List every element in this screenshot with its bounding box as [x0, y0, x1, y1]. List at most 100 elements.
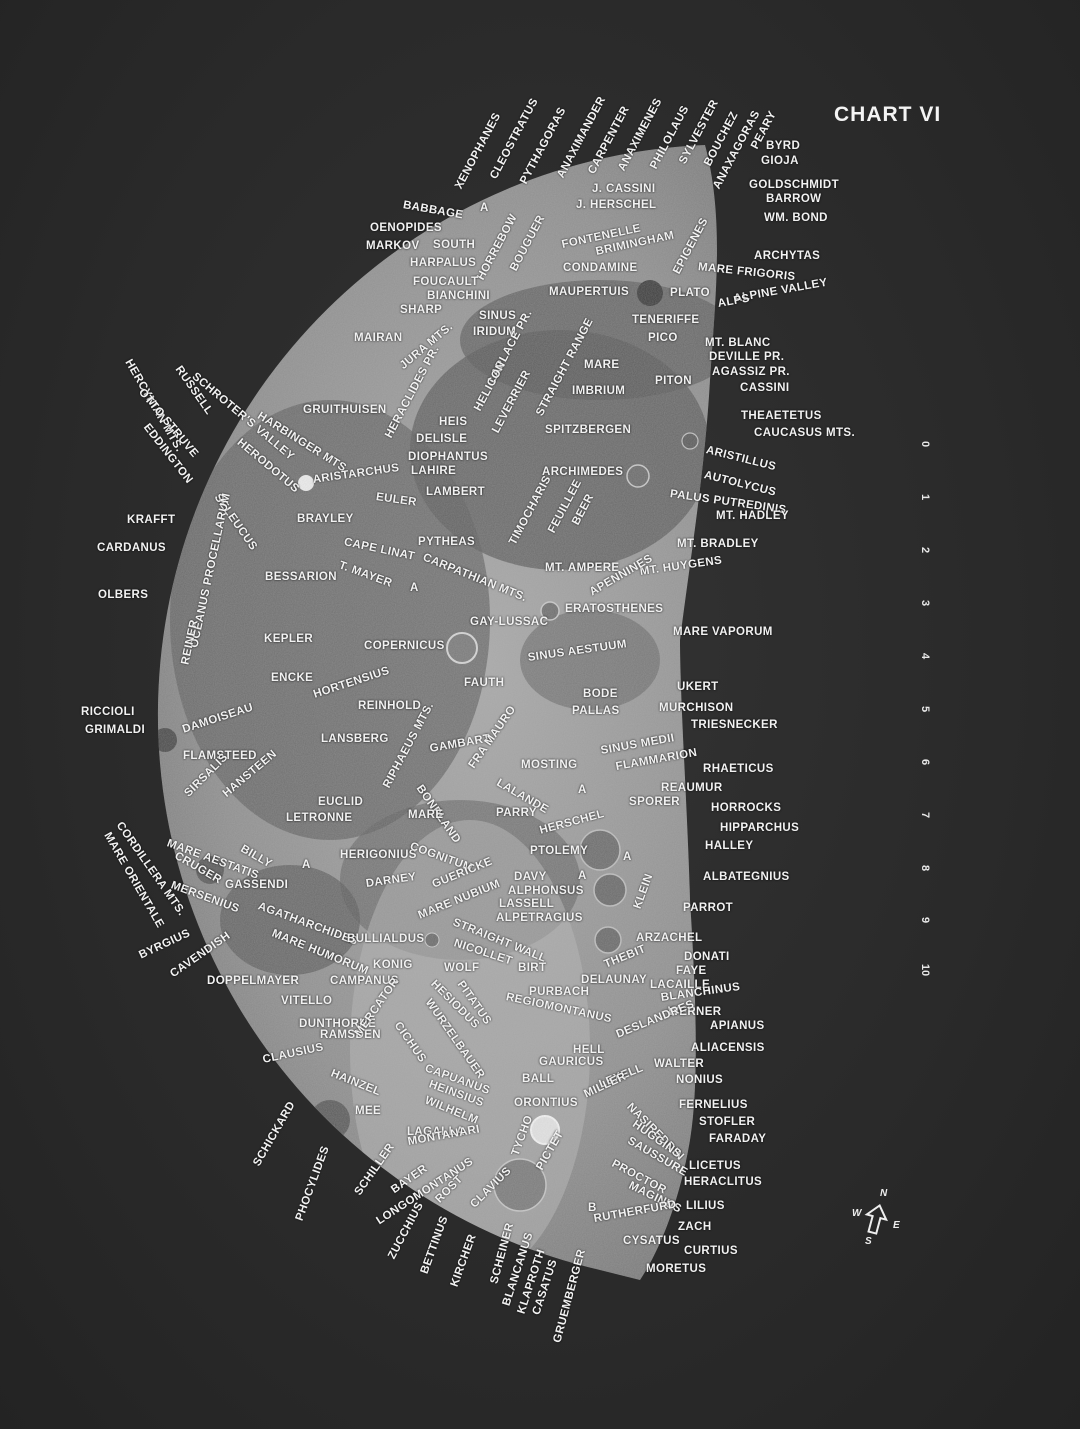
feature-label: CARDANUS [97, 542, 167, 554]
feature-label: LETRONNE [286, 812, 353, 824]
scale-tick: 3 [919, 599, 931, 607]
feature-label: CASSINI [740, 382, 790, 394]
feature-label: CAMPANUS [330, 975, 399, 987]
feature-label: LANSBERG [321, 733, 389, 745]
feature-label: MURCHISON [659, 702, 734, 714]
feature-label: MT. BRADLEY [677, 538, 759, 550]
feature-label: PICO [648, 332, 678, 344]
feature-label: KEPLER [264, 633, 314, 645]
feature-label: BYRD [766, 140, 801, 152]
feature-label: MARE [408, 809, 444, 821]
feature-label: CURTIUS [684, 1245, 738, 1257]
feature-label: BALL [522, 1073, 555, 1085]
feature-label: B [588, 1202, 597, 1214]
feature-label: TENERIFFE [632, 314, 700, 326]
feature-label: WOLF [444, 962, 480, 974]
feature-label: J. HERSCHEL [576, 199, 657, 211]
feature-label: SOUTH [433, 239, 476, 251]
feature-label: FOUCAULT [413, 276, 479, 288]
feature-label: BARROW [766, 193, 822, 205]
feature-label: A [623, 851, 632, 863]
feature-label: FERNELIUS [679, 1099, 748, 1111]
feature-label: LAMBERT [426, 486, 486, 498]
scale-tick: 10 [919, 963, 931, 977]
feature-label: A [302, 859, 311, 871]
feature-label: ARCHYTAS [754, 250, 821, 262]
scale-tick: 4 [919, 652, 931, 660]
feature-label: MT. BLANC [705, 337, 771, 349]
feature-label: HIPPARCHUS [720, 822, 800, 834]
feature-label: RAMSDEN [320, 1029, 381, 1041]
feature-label: EUCLID [318, 796, 364, 808]
feature-label: MEE [355, 1105, 382, 1117]
feature-label: HALLEY [705, 840, 754, 852]
compass-south: S [865, 1236, 872, 1247]
feature-label: GRIMALDI [85, 724, 146, 736]
feature-label: GOLDSCHMIDT [749, 179, 840, 191]
feature-label: GAY-LUSSAC [470, 616, 549, 628]
feature-label: UKERT [677, 681, 719, 693]
feature-label: FLAMSTEED [183, 750, 257, 762]
scale-tick: 1 [919, 493, 931, 501]
feature-label: ARCHIMEDES [542, 466, 624, 478]
compass-arrow-icon [864, 1203, 888, 1235]
compass-north: N [880, 1188, 888, 1199]
feature-label: ENCKE [271, 672, 314, 684]
feature-label: MT. AMPERE [545, 562, 620, 574]
feature-label: ALBATEGNIUS [703, 871, 790, 883]
feature-label: HEIS [439, 416, 468, 428]
feature-label: ORONTIUS [514, 1097, 578, 1109]
feature-label: AGASSIZ PR. [712, 366, 790, 378]
feature-label: BIRT [518, 962, 547, 974]
scale-tick: 9 [919, 916, 931, 924]
feature-label: BESSARION [265, 571, 337, 583]
feature-label: LACAILLE [650, 979, 711, 991]
feature-label: SINUS [479, 310, 517, 322]
feature-label: GASSENDI [225, 879, 289, 891]
feature-label: SHARP [400, 304, 443, 316]
feature-label: HORROCKS [711, 802, 782, 814]
feature-label: BODE [583, 688, 618, 700]
chart-title: CHART VI [834, 103, 942, 126]
feature-label: KRAFFT [127, 514, 176, 526]
feature-label: MOSTING [521, 759, 578, 771]
feature-label: RHAETICUS [703, 763, 774, 775]
feature-label: BIANCHINI [427, 290, 491, 302]
feature-label: BRAYLEY [297, 513, 354, 525]
feature-label: A [578, 870, 587, 882]
feature-label: MT. HADLEY [716, 510, 789, 522]
feature-label: MARKOV [366, 240, 420, 252]
feature-label: CONDAMINE [563, 262, 638, 274]
feature-label: PYTHEAS [418, 536, 476, 548]
feature-label: ZACH [678, 1221, 712, 1233]
feature-label: VITELLO [281, 995, 333, 1007]
feature-label: MARE VAPORUM [673, 626, 773, 638]
feature-label: WM. BOND [764, 212, 828, 224]
scale-tick: 8 [919, 864, 931, 872]
feature-label: REINHOLD [358, 700, 422, 712]
scale-tick: 0 [919, 440, 931, 448]
scale-tick: 5 [919, 705, 931, 713]
feature-label: KONIG [373, 959, 413, 971]
feature-label: MARE [584, 359, 620, 371]
feature-label: GAURICUS [539, 1056, 604, 1068]
feature-label: PTOLEMY [530, 845, 589, 857]
feature-label: WALTER [654, 1058, 705, 1070]
feature-label: DOPPELMAYER [207, 975, 300, 987]
feature-label: ALPHONSUS [508, 885, 584, 897]
feature-label: LAGALLA [407, 1126, 465, 1138]
feature-label: HELL [573, 1044, 605, 1056]
feature-label: SPORER [629, 796, 680, 808]
feature-label: PALLAS [572, 705, 620, 717]
feature-label: FARADAY [709, 1133, 767, 1145]
feature-label: HERACLITUS [684, 1176, 763, 1188]
feature-label: DEVILLE PR. [709, 351, 785, 363]
feature-label: BULLIALDUS [347, 933, 425, 945]
feature-label: DAVY [514, 871, 547, 883]
feature-label: DELISLE [416, 433, 468, 445]
feature-label: MORETUS [646, 1263, 707, 1275]
feature-label: ARZACHEL [636, 932, 703, 944]
feature-label: COPERNICUS [364, 640, 445, 652]
